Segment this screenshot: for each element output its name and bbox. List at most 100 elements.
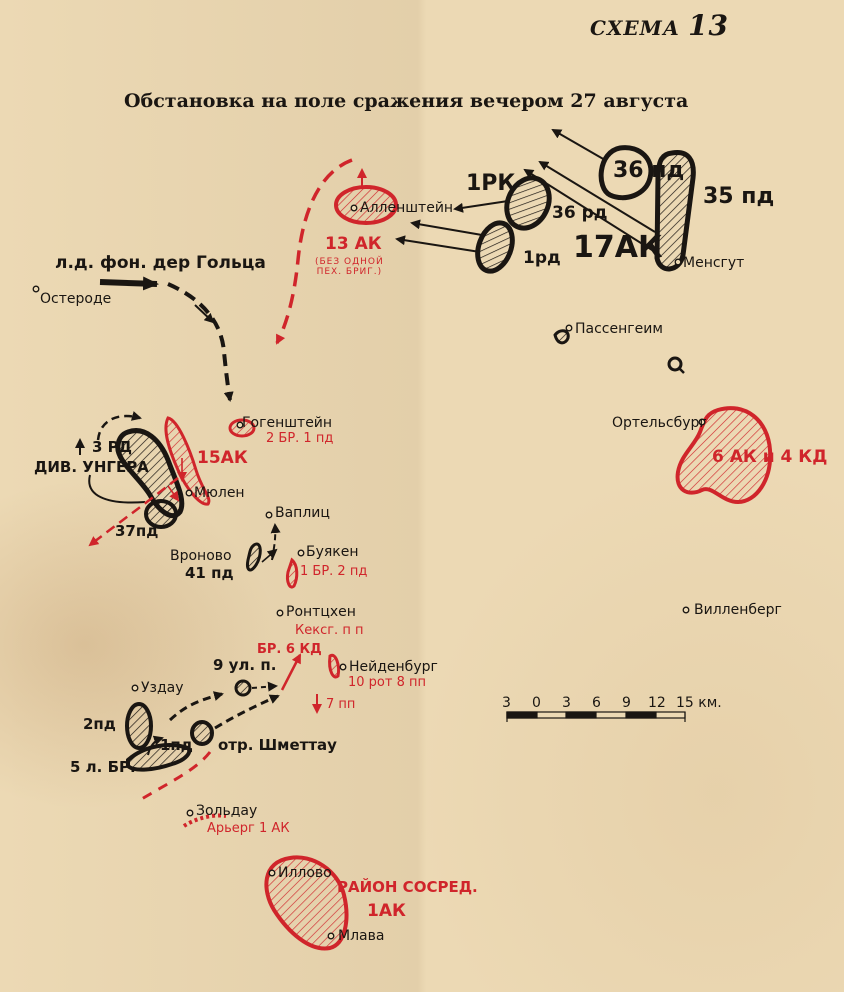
label-corps-6-cav-4: 6 АК и 4 КД [712, 447, 828, 467]
label-brig-1-div-2: 1 БР. 2 пд [300, 564, 368, 579]
label-corps-15: 15АК [197, 448, 248, 468]
scale-tick-3: 6 [592, 695, 601, 711]
place-illowo: Иллово [278, 865, 332, 881]
label-div-35: 35 пд [703, 184, 775, 209]
div-1-shape [190, 720, 214, 746]
arrow-6kd [280, 653, 302, 691]
div-41-shape [246, 542, 262, 572]
arrow-uhl-9 [251, 681, 278, 692]
arrow-res1a [410, 219, 483, 236]
unger-arc [88, 474, 146, 504]
label-res-36: 36 рд [552, 203, 608, 223]
label-concentration-1: РАЙОН СОСРЕД. [337, 878, 478, 896]
scale-tick-1: 0 [532, 695, 541, 711]
res-1-shape [475, 220, 515, 274]
scale-tick-5: 12 [648, 695, 666, 711]
label-rearguard: Арьерг 1 АК [207, 821, 290, 836]
scale-tick-4: 9 [622, 695, 631, 711]
place-osterode: Остероде [40, 291, 112, 307]
label-regt-7: 7 пп [326, 697, 356, 712]
place-mensgut: Менсгут [683, 255, 745, 271]
brig-1-div-2-shape [286, 557, 299, 589]
corps-13-note-line-2: ПЕХ. БРИГ.) [316, 266, 383, 277]
label-schmettau: отр. Шметтау [218, 736, 337, 754]
label-cav-1: 1РК [466, 171, 516, 196]
label-cav-6: БР. 6 КД [257, 642, 322, 657]
label-div-1: 1пд [160, 736, 193, 754]
label-goltz: л.д. фон. дер Гольца [55, 253, 266, 273]
place-allenstein: Алленштейн [360, 200, 454, 216]
arrow-13ak-south [275, 158, 353, 345]
label-corps-13-note: (БЕЗ ОДНОЙ ПЕХ. БРИГ.) [315, 257, 384, 278]
place-rontshen: Ронтцхен [286, 604, 356, 620]
label-concentration-2: 1АК [367, 901, 406, 921]
russian-front-dashed [139, 751, 212, 802]
scheme-header: СХЕМА 13 [590, 12, 729, 40]
label-res-1: 1рд [523, 248, 561, 268]
scheme-label: СХЕМА [590, 16, 681, 40]
map-title: Обстановка на поле сражения вечером 27 а… [124, 90, 689, 112]
div-35-shape [654, 149, 696, 272]
label-rot-10: 10 рот 8 пп [348, 675, 426, 690]
place-passenheim: Пассенгеим [575, 321, 663, 337]
label-brig-2-div-1: 2 БР. 1 пд [266, 431, 334, 446]
place-wronowo: Вроново [170, 548, 232, 564]
div-36-shape [598, 145, 654, 201]
arrow-15ak-retreat [88, 477, 179, 547]
div-37-shape [144, 499, 178, 529]
label-kexholm: Кексг. п п [295, 623, 364, 638]
place-uzdau: Уздау [141, 680, 184, 696]
label-corps-17: 17АК [573, 230, 663, 265]
label-res-3: 3 РД [92, 438, 133, 456]
arrow-15ak-east [167, 485, 180, 502]
place-willenberg: Вилленберг [694, 602, 782, 618]
brig-5-shape [126, 743, 192, 772]
goltz-small-arrow [194, 304, 215, 324]
town-dots [32, 204, 706, 940]
arrow-res36 [453, 200, 509, 213]
passenheim-marker [553, 329, 570, 345]
scheme-number: 13 [688, 9, 730, 42]
scale-bar-graphic [506, 711, 686, 722]
place-ortelsburg: Ортельсбург [612, 415, 707, 431]
label-corps-13: 13 АК [325, 234, 382, 254]
scale-tick-0: 3 [502, 695, 511, 711]
arrow-schmettau [214, 694, 280, 730]
label-div-37: 37пд [115, 522, 159, 540]
goltz-dashed-advance [167, 282, 234, 402]
label-brig-5: 5 л. БР. [70, 758, 136, 776]
neidenburg-units-shape [328, 653, 340, 679]
place-soldau: Зольдау [196, 803, 258, 819]
corps-1-shape [264, 855, 349, 951]
arrow-brig-5 [147, 735, 164, 756]
corps-13-note-line-1: (БЕЗ ОДНОЙ [315, 257, 384, 267]
place-neidenburg: Нейденбург [349, 659, 438, 675]
unger-dashed-arrow [96, 411, 142, 441]
div-2-shape [125, 702, 153, 750]
corps-15-shape [164, 416, 211, 506]
arrow-41-small [261, 548, 278, 563]
arrow-17ak-2 [538, 160, 656, 233]
hohenstein-brigade-shape [228, 418, 256, 438]
place-mulen: Мюлен [194, 485, 245, 501]
place-waplitz: Ваплиц [275, 505, 330, 521]
place-hohenstein: Гогенштейн [242, 415, 333, 431]
uhl-9-shape [234, 679, 252, 697]
arrow-41-north [270, 523, 281, 561]
label-div-41: 41 пд [185, 564, 234, 582]
map-marker-q [667, 356, 683, 372]
arrow-2pd [168, 691, 224, 722]
label-div-2: 2пд [83, 715, 116, 733]
corps-13-shape [334, 185, 398, 225]
label-unger: ДИВ. УНГЕРА [34, 458, 149, 476]
label-div-36: 36 пд [613, 158, 685, 183]
place-buyaken: Буякен [306, 544, 359, 560]
arrow-17ak-1 [551, 129, 606, 161]
arrow-res1b [395, 235, 481, 253]
arrow-17ak-3 [523, 168, 661, 256]
scale-tick-2: 3 [562, 695, 571, 711]
scale-tick-6: 15 км. [676, 695, 722, 711]
place-mlawa: Млава [338, 928, 385, 944]
